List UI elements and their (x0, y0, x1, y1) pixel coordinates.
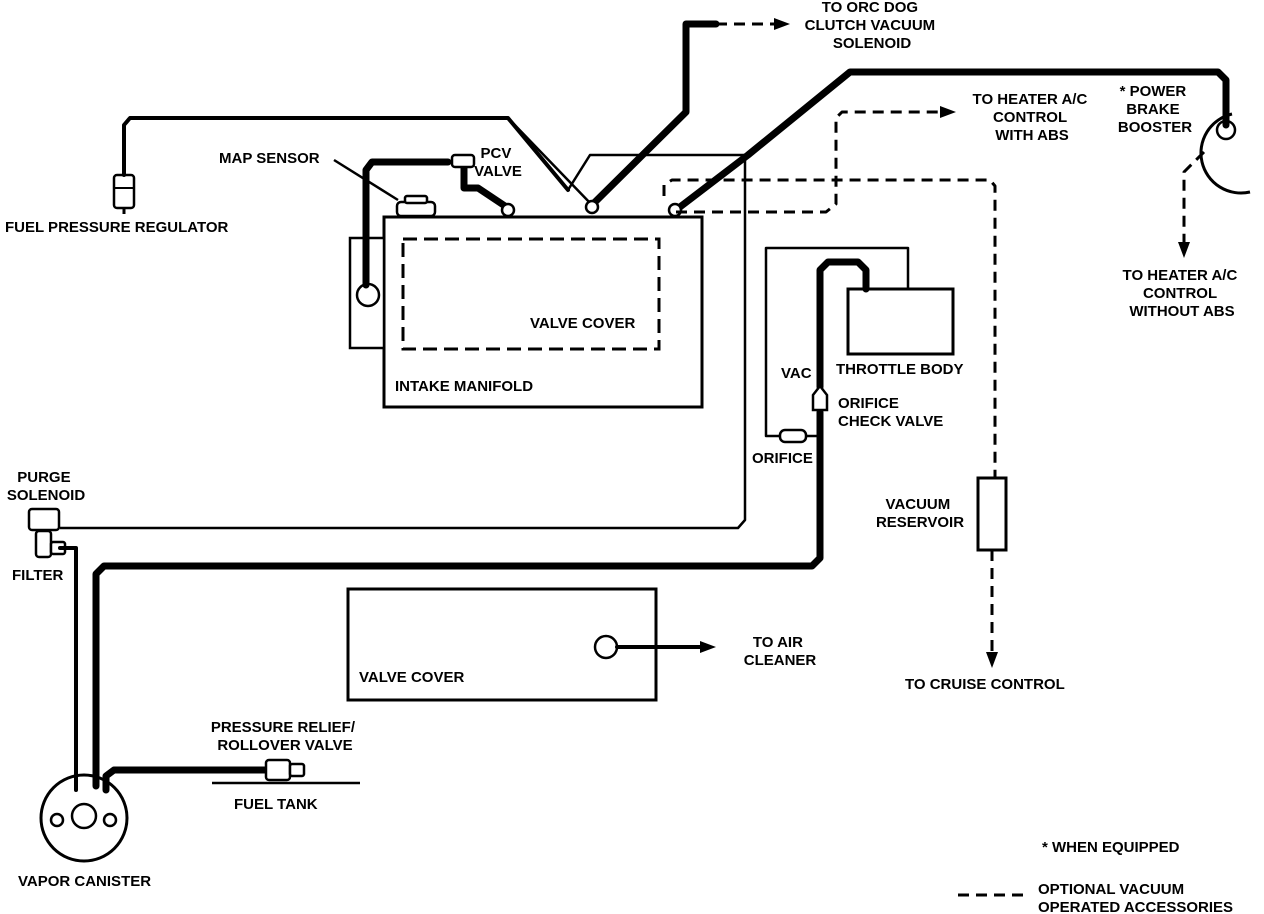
rollover-valve-cap (288, 762, 306, 778)
label-cruise-control: TO CRUISE CONTROL (905, 676, 1065, 693)
label-orifice-check-valve: ORIFICE CHECK VALVE (838, 395, 943, 430)
label-heater-no-abs: TO HEATER A/C CONTROL WITHOUT ABS (1123, 267, 1242, 320)
label-fuel-pressure-regulator: FUEL PRESSURE REGULATOR (5, 219, 229, 236)
label-power-brake-booster: * POWER BRAKE BOOSTER (1118, 83, 1192, 136)
fuel-pressure-regulator-body (112, 173, 136, 210)
arrow-heater-abs (940, 106, 956, 118)
label-intake-manifold: INTAKE MANIFOLD (395, 378, 533, 395)
label-vapor-canister: VAPOR CANISTER (18, 873, 151, 890)
pcv-valve-body (450, 153, 476, 169)
label-purge-solenoid: PURGE SOLENOID (7, 469, 86, 504)
hose-map-sensor (362, 158, 452, 289)
label-vac: VAC (781, 365, 812, 382)
fitting-brake (667, 202, 683, 218)
purge-solenoid-body (27, 507, 61, 532)
label-filter: FILTER (12, 567, 64, 584)
label-air-cleaner: TO AIR CLEANER (744, 634, 817, 669)
label-orc-dog: TO ORC DOG CLUTCH VACUUM SOLENOID (805, 0, 940, 52)
power-brake-booster (1199, 112, 1251, 195)
arrow-cruise (986, 652, 998, 668)
hose-pcv-crossover (60, 153, 747, 530)
label-vacuum-reservoir: VACUUM RESERVOIR (876, 496, 964, 531)
hose-pcv-diagonal (507, 117, 593, 206)
hose-fuel-tank (102, 766, 272, 794)
label-valve-cover-top: VALVE COVER (530, 315, 635, 332)
throttle-body-box (846, 287, 955, 356)
hose-purge-vac (92, 408, 824, 790)
map-sensor-cap (403, 194, 429, 205)
vapor-canister-port-left (49, 812, 65, 828)
arrow-heater-no-abs (1178, 242, 1190, 258)
hose-orc-dog (588, 20, 720, 209)
legend-optional-accessories: OPTIONAL VACUUM OPERATED ACCESSORIES (1038, 881, 1233, 914)
valve-cover-top-outline (401, 237, 661, 351)
hose-orifice-loop (764, 246, 910, 438)
vapor-canister-port-right (102, 812, 118, 828)
leader-map-sensor (333, 158, 399, 202)
hose-purge-canister (58, 546, 78, 792)
dash-heater-branch (676, 110, 940, 214)
fitting-orc (584, 199, 600, 215)
dash-heater-no-abs (1182, 150, 1206, 242)
fitting-pcv (500, 202, 516, 218)
vapor-canister-port-center (70, 802, 98, 830)
vacuum-reservoir-box (976, 476, 1008, 552)
label-throttle-body: THROTTLE BODY (836, 361, 964, 378)
label-heater-abs: TO HEATER A/C CONTROL WITH ABS (973, 91, 1092, 144)
hose-pcv-valve (460, 156, 512, 212)
intake-manifold-box (382, 215, 704, 409)
hose-power-brake (672, 68, 1230, 214)
label-fuel-tank: FUEL TANK (234, 796, 318, 813)
hose-orifice-check (806, 412, 822, 438)
air-cleaner-port (593, 634, 619, 660)
rollover-valve-body (264, 758, 292, 782)
legend-when-equipped: * WHEN EQUIPPED (1042, 839, 1180, 856)
label-pcv-valve: PCV VALVE (474, 145, 522, 180)
dash-heater-abs (662, 178, 997, 478)
label-map-sensor: MAP SENSOR (219, 150, 320, 167)
hose-fuel-pressure-regulator (122, 116, 570, 192)
filter-body (34, 529, 53, 559)
orifice-fitting (778, 428, 808, 444)
arrow-orc-dog (774, 18, 790, 30)
label-orifice: ORIFICE (752, 450, 813, 467)
hose-throttle-vac (816, 258, 870, 391)
arrow-air-cleaner (700, 641, 716, 653)
label-valve-cover-bottom: VALVE COVER (359, 669, 464, 686)
label-pressure-relief: PRESSURE RELIEF/ ROLLOVER VALVE (211, 719, 359, 754)
orifice-check-valve (811, 383, 829, 412)
